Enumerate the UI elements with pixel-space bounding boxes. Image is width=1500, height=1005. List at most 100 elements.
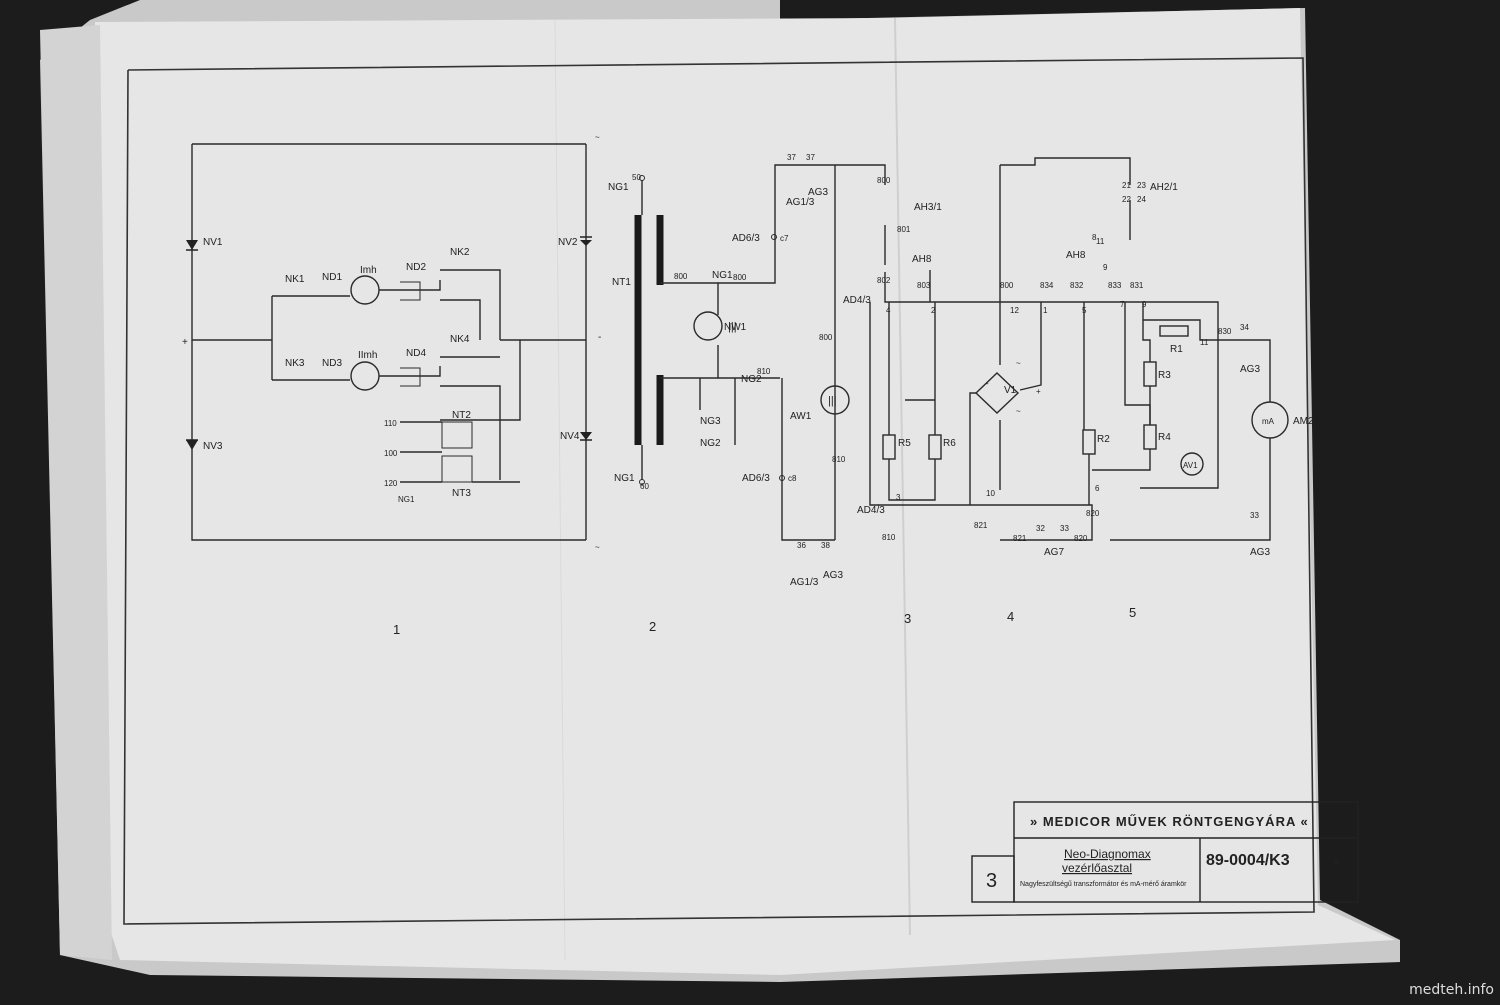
label-9-a: 9 [1103,263,1108,272]
section-number-4: 4 [1007,609,1014,624]
label-c7: c7 [780,234,789,243]
label-t60: 60 [640,482,649,491]
label-aw1: AW1 [790,411,812,422]
primary-rectifier-circuit: ~ ~ [186,133,600,552]
label-821-a: 821 [974,521,988,530]
label-834: 834 [1040,281,1054,290]
title-product-line1: Neo-Diagnomax [1064,847,1151,861]
label-10: 10 [986,489,995,498]
label-ng2-low: NG2 [700,438,721,449]
label-r1: R1 [1170,344,1183,355]
label-nv3: NV3 [203,441,223,452]
label-1: 1 [1043,306,1048,315]
label-11-b: 11 [1200,338,1209,347]
label-nt1: NT1 [612,277,631,288]
label-7: 7 [1120,300,1125,309]
label-ma: mA [1262,417,1275,426]
label-nd2: ND2 [406,262,426,273]
label-821-b: 821 [1013,534,1027,543]
label-34: 34 [1240,323,1249,332]
label-810-b: 810 [832,455,846,464]
label-6: 6 [1095,484,1100,493]
paper-sheet [40,0,1400,982]
label-33-a: 33 [1060,524,1069,533]
label-av1: AV1 [1183,461,1198,470]
section-number-2: 2 [649,619,656,634]
label-810-c: 810 [882,533,896,542]
label-800-c: 800 [819,333,833,342]
label-ah3-1: AH3/1 [914,202,942,213]
label-11-a: 11 [1096,237,1105,246]
label-3: 3 [896,493,901,502]
label-22: 22 [1122,195,1131,204]
label-24: 24 [1137,195,1146,204]
label-36: 36 [797,541,806,550]
label-803: 803 [917,281,931,290]
label-800-b: 800 [733,273,747,282]
label-nw1: NW1 [724,322,747,333]
label-nv1: NV1 [203,237,223,248]
label-21: 21 [1122,181,1131,190]
label-iimh: IImh [358,350,377,361]
label-r4: R4 [1158,432,1171,443]
label-801: 801 [897,225,911,234]
label-ad6-3-a: AD6/3 [732,233,760,244]
label-ng2: NG2 [741,374,762,385]
label-t100: 100 [384,449,398,458]
title-product-line2: vezérlőasztal [1062,861,1132,875]
watermark-text: medteh.info [1409,982,1494,998]
label-32: 32 [1036,524,1045,533]
label-tilde-a: ~ [1016,359,1021,368]
label-r5: R5 [898,438,911,449]
label-37-b: 37 [806,153,815,162]
label-nv4: NV4 [560,431,580,442]
title-company: » MEDICOR MŰVEK RÖNTGENGYÁRA « [1030,814,1309,829]
label-imh: Imh [360,265,377,276]
svg-text:|||: ||| [728,321,737,333]
label-ag3-top: AG3 [808,187,828,198]
label-ng1-bottom: NG1 [614,473,635,484]
label-am2: AM2 [1293,416,1314,427]
label-r3: R3 [1158,370,1171,381]
label-minus-v1: - [986,379,989,388]
title-description: Nagyfeszültségű transzformátor és mA-mér… [1020,881,1187,888]
label-nd1: ND1 [322,272,342,283]
label-831: 831 [1130,281,1144,290]
label-nv2: NV2 [558,237,578,248]
label-ah8-a: AH8 [912,254,932,265]
label-nt2: NT2 [452,410,471,421]
label-plus-v1: + [1036,387,1041,396]
ma-meter-circuit [835,157,1289,541]
title-drawing-number: 89-0004/K3 [1206,852,1290,869]
section-number-1: 1 [393,622,400,637]
title-block: » MEDICOR MŰVEK RÖNTGENGYÁRA « 3 Neo-Dia… [971,801,1359,903]
label-nk4: NK4 [450,334,470,345]
drawing-border [123,57,1315,925]
label-ng3: NG3 [700,416,721,427]
label-832: 832 [1070,281,1084,290]
label-t50: 50 [632,173,641,182]
label-v1: V1 [1004,385,1017,396]
label-ad4-3-top: AD4/3 [843,295,871,306]
section-number-5: 5 [1129,605,1136,620]
label-9-b: 9 [1142,300,1147,309]
label-802: 802 [877,276,891,285]
label-820-b: 820 [1086,509,1100,518]
component-labels: NV1 NV3 NV2 NV4 NK1 NK3 ND1 ND3 Imh IImh… [182,153,1314,588]
label-r2: R2 [1097,434,1110,445]
label-ag3-right-top: AG3 [1240,364,1260,375]
label-ng1-mid: NG1 [712,270,733,281]
label-ad4-3-bottom: AD4/3 [857,505,885,516]
label-ag1-3-top: AG1/3 [786,197,815,208]
svg-text:~: ~ [595,133,600,142]
label-33-b: 33 [1250,511,1259,520]
label-ah2-1: AH2/1 [1150,182,1178,193]
label-ag7: AG7 [1044,547,1064,558]
label-38: 38 [821,541,830,550]
label-t110: 110 [384,419,397,428]
label-37-a: 37 [787,153,796,162]
label-nd4: ND4 [406,348,426,359]
label-833: 833 [1108,281,1122,290]
